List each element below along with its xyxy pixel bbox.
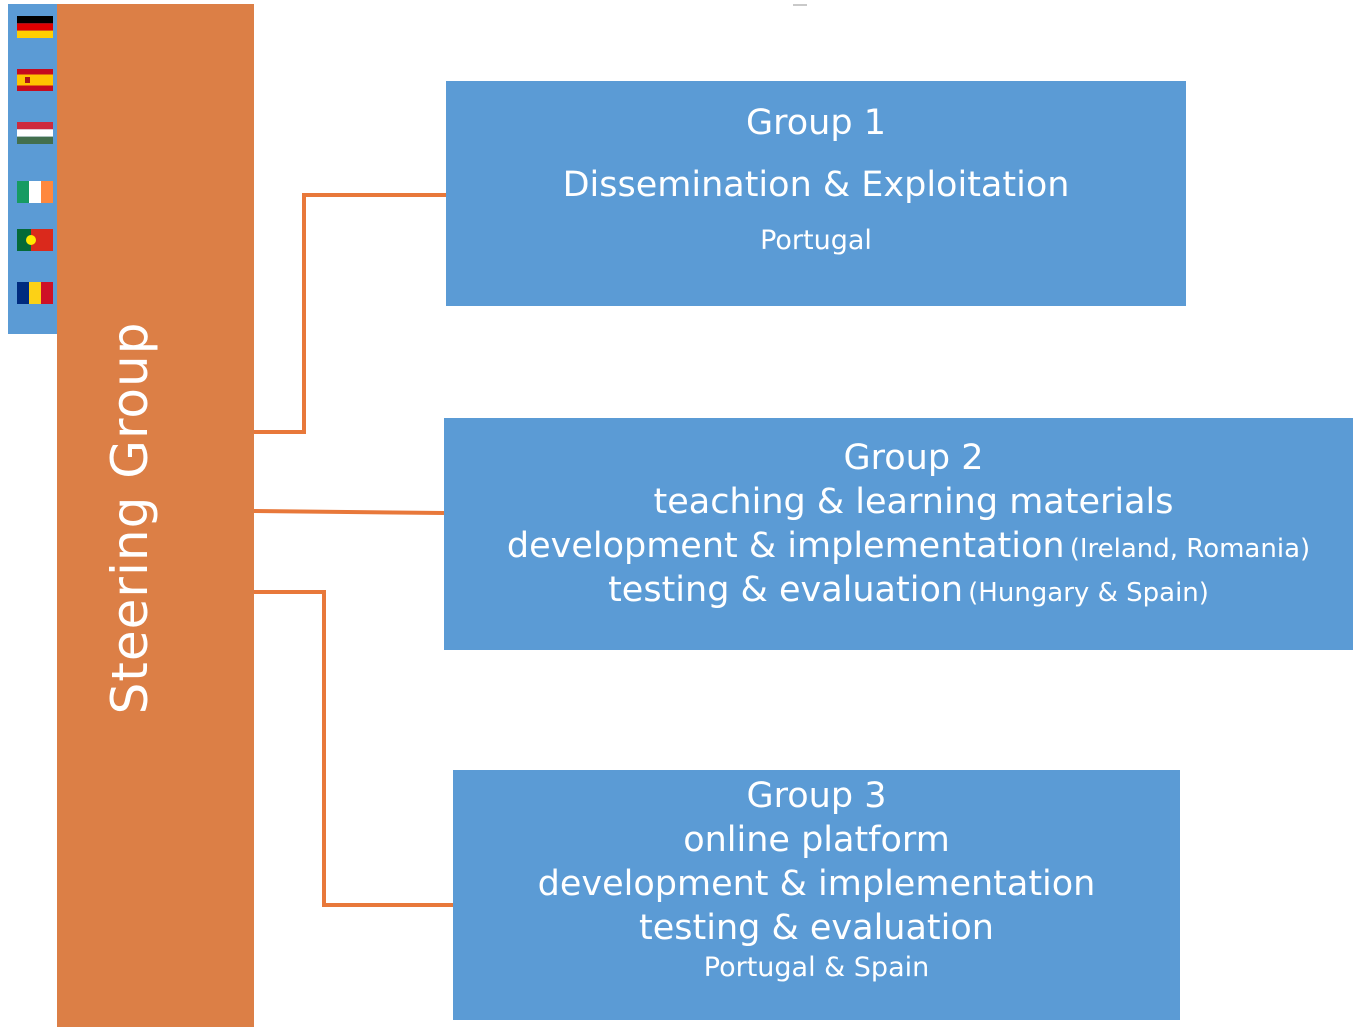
group2-line3-countries: (Hungary & Spain) (968, 578, 1209, 608)
spain-flag-icon (17, 69, 53, 91)
flag-strip (8, 4, 58, 334)
group3-line1: online platform (683, 820, 950, 860)
group2-line2: development & implementation (506, 526, 1065, 566)
connector-group3 (254, 590, 453, 907)
group1-country: Portugal (760, 225, 872, 256)
divider (793, 4, 807, 6)
connector-group2 (253, 509, 445, 515)
group2-line1: teaching & learning materials (653, 482, 1174, 522)
group1-topic: Dissemination & Exploitation (562, 165, 1070, 205)
romania-flag-icon (17, 282, 53, 304)
group1-title: Group 1 (746, 103, 886, 143)
group2-title: Group 2 (843, 438, 984, 478)
hungary-flag-icon (17, 122, 53, 144)
group3-line2: development & implementation (537, 864, 1096, 904)
group2-line2-countries: (Ireland, Romania) (1069, 534, 1311, 564)
group3-line3: testing & evaluation (639, 908, 994, 948)
connector-group1 (254, 193, 446, 434)
group2-line3: testing & evaluation (608, 570, 964, 610)
group3-countries: Portugal & Spain (703, 952, 930, 983)
group1-box: Group 1 Dissemination & Exploitation Por… (446, 81, 1186, 306)
group2-box: Group 2 teaching & learning materials de… (444, 418, 1353, 650)
germany-flag-icon (17, 16, 53, 38)
steering-group-bar (57, 4, 254, 1027)
portugal-flag-icon (17, 229, 53, 251)
ireland-flag-icon (17, 181, 53, 203)
group3-box: Group 3 online platform development & im… (453, 770, 1180, 1020)
group3-title: Group 3 (746, 776, 887, 816)
